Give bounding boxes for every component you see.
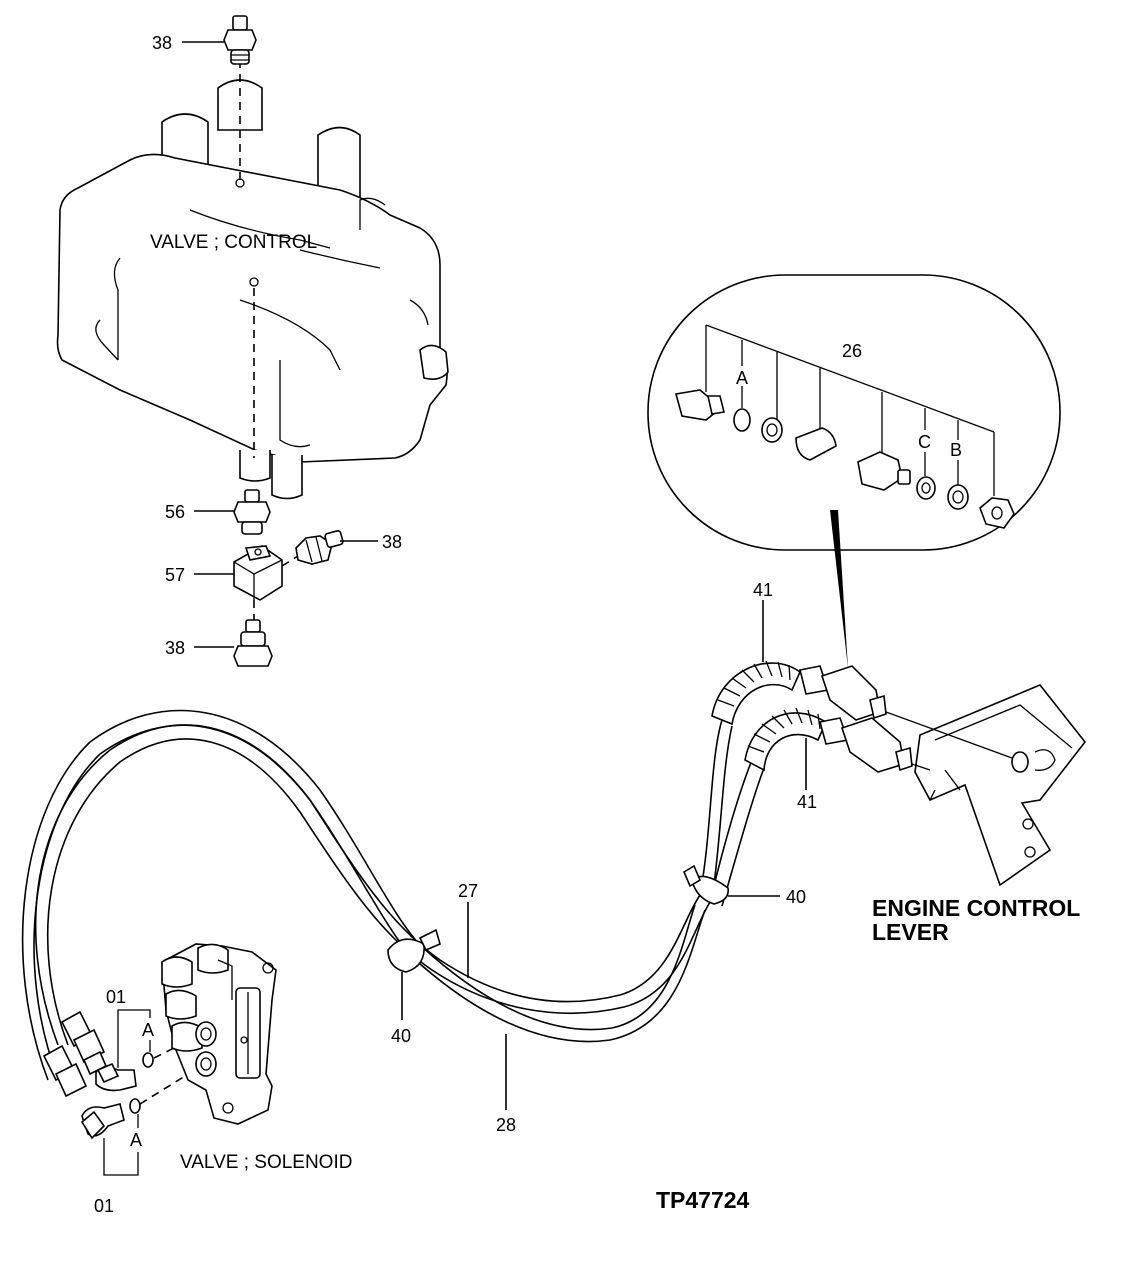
engine-control-lever-bracket	[914, 684, 1087, 887]
clamp-40-left	[387, 928, 441, 973]
hose-27	[34, 724, 711, 1046]
o-ring-a-bottom	[129, 1098, 141, 1114]
solenoid-label-a-bottom: A	[130, 1130, 142, 1150]
elbow-01-bottom	[80, 1103, 125, 1140]
callout-41-bottom: 41	[797, 792, 817, 812]
detail-label-c: C	[918, 432, 931, 452]
callout-38-right: 38	[382, 532, 402, 552]
sleeve-41-bottom	[744, 707, 828, 772]
fitting-38-bottom	[233, 619, 273, 667]
detail-label-b: B	[950, 440, 962, 460]
detail-pointer	[830, 510, 848, 668]
valve-control-label: VALVE ; CONTROL	[150, 232, 317, 253]
callout-38-bottom: 38	[165, 638, 185, 658]
valve-solenoid-label: VALVE ; SOLENOID	[180, 1152, 352, 1173]
tee-fitting-57	[233, 545, 283, 601]
callout-56: 56	[165, 502, 185, 522]
callout-38-top: 38	[152, 33, 172, 53]
callout-27: 27	[458, 881, 478, 901]
lever-fitting-bottom	[819, 717, 913, 773]
detail-label-a: A	[736, 368, 748, 388]
callout-28: 28	[496, 1115, 516, 1135]
callout-01-bottom: 01	[94, 1196, 114, 1216]
lever-fitting-top	[799, 665, 887, 721]
engine-control-lever-label-line2: LEVER	[872, 919, 949, 945]
callout-40-right: 40	[786, 887, 806, 907]
callout-41-top: 41	[753, 580, 773, 600]
clamp-40-right	[682, 864, 730, 905]
fitting-56	[233, 489, 271, 535]
fitting-38-right	[295, 530, 344, 565]
o-ring-a-top	[142, 1052, 154, 1068]
engine-control-lever-label-line1: ENGINE CONTROL	[872, 895, 1080, 921]
solenoid-label-a-top: A	[142, 1020, 154, 1040]
solenoid-valve	[161, 943, 277, 1125]
figure-code: TP47724	[656, 1187, 750, 1213]
callout-01-top: 01	[106, 987, 126, 1007]
callout-26: 26	[842, 341, 862, 361]
detail-view-26	[647, 274, 1061, 551]
fitting-38-top	[223, 15, 257, 65]
callout-57: 57	[165, 565, 185, 585]
hose-28	[21, 709, 706, 1081]
callout-40-left: 40	[391, 1026, 411, 1046]
control-valve	[56, 79, 449, 500]
elbow-01-top	[95, 1062, 137, 1092]
